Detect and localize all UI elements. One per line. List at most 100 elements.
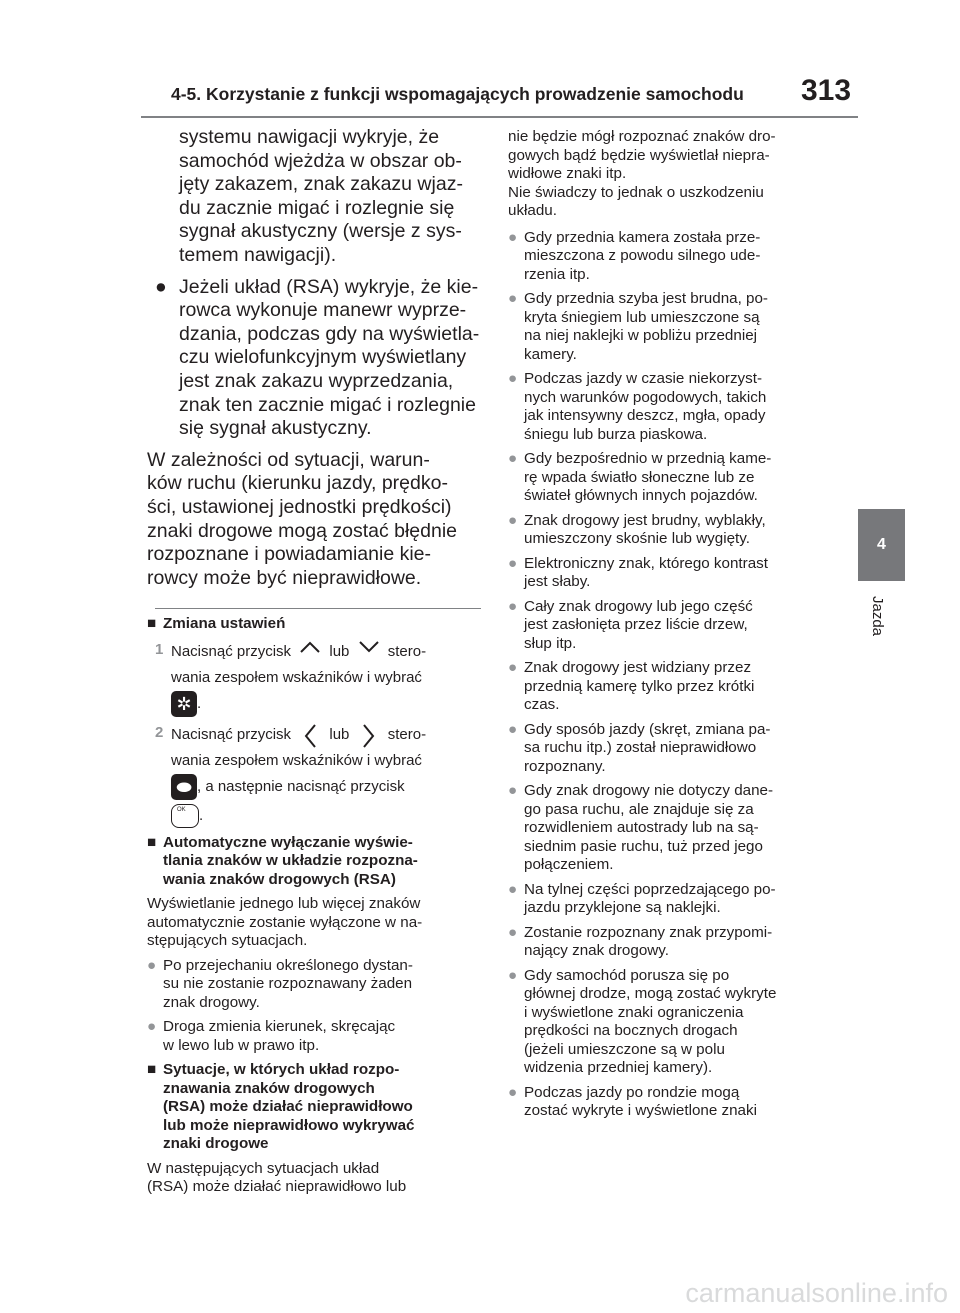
text-line: Elektroniczny znak, którego kontrast bbox=[524, 554, 768, 572]
text-line: rozpoznane i powiadamianie kie- bbox=[147, 543, 431, 566]
chapter-tab: 4 bbox=[858, 509, 905, 581]
step-text: , a następnie nacisnąć przycisk bbox=[197, 777, 405, 795]
condition-list: ● Gdy przednia kamera została prze-mieszc… bbox=[508, 229, 838, 1121]
text-line: znak ten zacznie migać i rozlegnie bbox=[179, 393, 476, 416]
left-column: systemu nawigacji wykryje, że samochód w… bbox=[147, 126, 481, 1197]
intro-paragraph: nie będzie mógł rozpoznać znaków dro- go… bbox=[508, 128, 838, 221]
bullet-dot-icon: ● bbox=[508, 720, 518, 738]
heading-text: Sytuacje, w których układ rozpo- bbox=[163, 1061, 400, 1079]
bullet-dot-icon: ● bbox=[508, 880, 518, 898]
step-number: 1 bbox=[155, 640, 164, 658]
step-1: 1 Nacisnąć przycisk lub stero- wania zes… bbox=[147, 640, 481, 717]
section-heading: ■ Automatyczne wyłączanie wyświe- tlania… bbox=[147, 834, 481, 890]
text-line: rowca wykonuje manewr wyprze- bbox=[179, 299, 467, 322]
square-bullet-icon: ■ bbox=[147, 1061, 157, 1079]
text-line: rozwidleniem autostrady lub na są- bbox=[524, 819, 759, 836]
bullet-dot-icon: ● bbox=[508, 923, 518, 941]
heading-text: Zmiana ustawień bbox=[163, 615, 286, 633]
text-line: Znak drogowy jest widziany przez bbox=[524, 659, 752, 676]
step-text: . bbox=[197, 694, 202, 712]
text-line: mieszczona z powodu silnego ude- bbox=[524, 247, 761, 264]
step-text: wania zespołem wskaźników i wybrać bbox=[171, 751, 422, 769]
text-line: W zależności od sytuacji, warun- bbox=[147, 448, 430, 471]
list-item: ●Zostanie rozpoznany znak przypomi-nając… bbox=[508, 924, 838, 961]
text-line: Gdy przednia kamera została prze- bbox=[524, 228, 761, 246]
text-line: układu. bbox=[508, 202, 557, 219]
page-number: 313 bbox=[801, 74, 852, 107]
step-2: 2 Nacisnąć przycisk lub stero- wania zes… bbox=[147, 723, 481, 828]
section-text: Wyświetlanie jednego lub więcej znaków a… bbox=[147, 895, 481, 951]
right-arrow-icon bbox=[354, 723, 384, 748]
text-line: Po przejechaniu określonego dystan- bbox=[163, 956, 413, 974]
text-line: jest zasłonięta przez liście drzew, bbox=[524, 616, 748, 633]
step-text: Nacisnąć przycisk bbox=[171, 642, 292, 660]
left-arrow-icon bbox=[295, 723, 325, 748]
bullet-dot-icon: ● bbox=[508, 966, 518, 984]
text-line: słup itp. bbox=[524, 634, 577, 652]
list-item: ●Gdy przednia szyba jest brudna, po-kryt… bbox=[508, 290, 838, 364]
down-arrow-icon bbox=[354, 640, 384, 664]
text-line: głównej drodze, mogą zostać wykryte bbox=[524, 985, 777, 1002]
text-line: Podczas jazdy w czasie niekorzyst- bbox=[524, 370, 763, 387]
section-heading: ■ Sytuacje, w których układ rozpo- znawa… bbox=[147, 1061, 481, 1154]
heading-text: (RSA) może działać nieprawidłowo bbox=[163, 1098, 413, 1116]
text-line: temem nawigacji). bbox=[179, 243, 337, 266]
text-line: się sygnał akustyczny. bbox=[179, 417, 372, 440]
list-item: ● Droga zmienia kierunek, skręcając w le… bbox=[147, 1018, 481, 1055]
text-line: gowych bądź będzie wyświetlał niepra- bbox=[508, 146, 770, 164]
text-line: (jeżeli umieszczone są w polu bbox=[524, 1040, 725, 1058]
text-line: Podczas jazdy po rondzie mogą bbox=[524, 1083, 740, 1101]
text-line: Zostanie rozpoznany znak przypomi- bbox=[524, 923, 773, 941]
step-text: wania zespołem wskaźników i wybrać bbox=[171, 668, 422, 686]
bullet-dot-icon: ● bbox=[508, 659, 518, 676]
bullet-dot-icon: ● bbox=[508, 228, 518, 246]
heading-text: lub może nieprawidłowo wykrywać bbox=[163, 1116, 415, 1134]
settings-gear-icon: ✲ bbox=[171, 690, 197, 717]
chapter-tab-label: Jazda bbox=[869, 596, 886, 637]
text-line: Znak drogowy jest brudny, wyblakły, bbox=[524, 511, 766, 529]
text-line: widzenia przedniej kamery). bbox=[524, 1059, 713, 1076]
text-line: Cały znak drogowy lub jego część bbox=[524, 597, 753, 615]
continued-paragraph: systemu nawigacji wykryje, że samochód w… bbox=[147, 126, 481, 268]
text-line: siednim pasie ruchu, tuż przed jego bbox=[524, 837, 763, 855]
text-line: kamery. bbox=[524, 345, 577, 363]
heading-text: Automatyczne wyłączanie wyświe- bbox=[163, 833, 413, 851]
text-line: du zacznie migać i rozlegnie się bbox=[179, 196, 455, 219]
list-item: ●Gdy sposób jazdy (skręt, zmiana pa-sa r… bbox=[508, 721, 838, 777]
bullet-dot-icon: ● bbox=[147, 956, 157, 974]
car-settings-icon: ⬬ bbox=[171, 773, 197, 800]
text-line: jak intensywny deszcz, mgła, opady bbox=[524, 407, 766, 424]
text-line: stępujących sytuacjach. bbox=[147, 932, 308, 950]
text-line: nie będzie mógł rozpoznać znaków dro- bbox=[508, 128, 776, 145]
text-line: Gdy znak drogowy nie dotyczy dane- bbox=[524, 782, 774, 799]
text-line: Gdy sposób jazdy (skręt, zmiana pa- bbox=[524, 720, 771, 738]
text-line: go pasa ruchu, ale znajduje się za bbox=[524, 800, 754, 818]
heading-text: znaki drogowe bbox=[163, 1135, 269, 1153]
text-line: ści, ustawionej jednostki prędkości) bbox=[147, 495, 452, 518]
text-line: Wyświetlanie jednego lub więcej znaków bbox=[147, 895, 421, 913]
text-line: prędkości na bocznych drogach bbox=[524, 1022, 738, 1039]
step-text: lub bbox=[329, 642, 350, 660]
list-item: ● Gdy przednia kamera została prze-mieszc… bbox=[508, 229, 838, 285]
text-line: rę wpada światło słoneczne lub ze bbox=[524, 468, 755, 486]
list-item: ●Znak drogowy jest brudny, wyblakły,umie… bbox=[508, 512, 838, 549]
list-item: ● Po przejechaniu określonego dystan- su… bbox=[147, 957, 481, 1013]
right-column: nie będzie mógł rozpoznać znaków dro- go… bbox=[508, 128, 838, 1127]
step-text: . bbox=[199, 806, 204, 824]
page-header-title: 4-5. Korzystanie z funkcji wspomagającyc… bbox=[171, 84, 744, 104]
text-line: rowcy może być nieprawidłowe. bbox=[147, 566, 422, 589]
text-line: Gdy przednia szyba jest brudna, po- bbox=[524, 290, 768, 307]
text-line: Na tylnej części poprzedzającego po- bbox=[524, 880, 776, 898]
text-line: zostać wykryte i wyświetlone znaki bbox=[524, 1102, 757, 1119]
section-text: W następujących sytuacjach układ (RSA) m… bbox=[147, 1160, 481, 1197]
bullet-dot-icon: ● bbox=[508, 1083, 518, 1101]
text-line: połączeniem. bbox=[524, 856, 614, 873]
text-line: jest znak zakazu wyprzedzania, bbox=[179, 369, 454, 392]
bullet-dot-icon: ● bbox=[147, 1018, 157, 1036]
bullet-dot-icon: ● bbox=[508, 370, 518, 387]
text-line: Gdy samochód porusza się po bbox=[524, 966, 730, 984]
step-text: stero- bbox=[387, 642, 427, 660]
